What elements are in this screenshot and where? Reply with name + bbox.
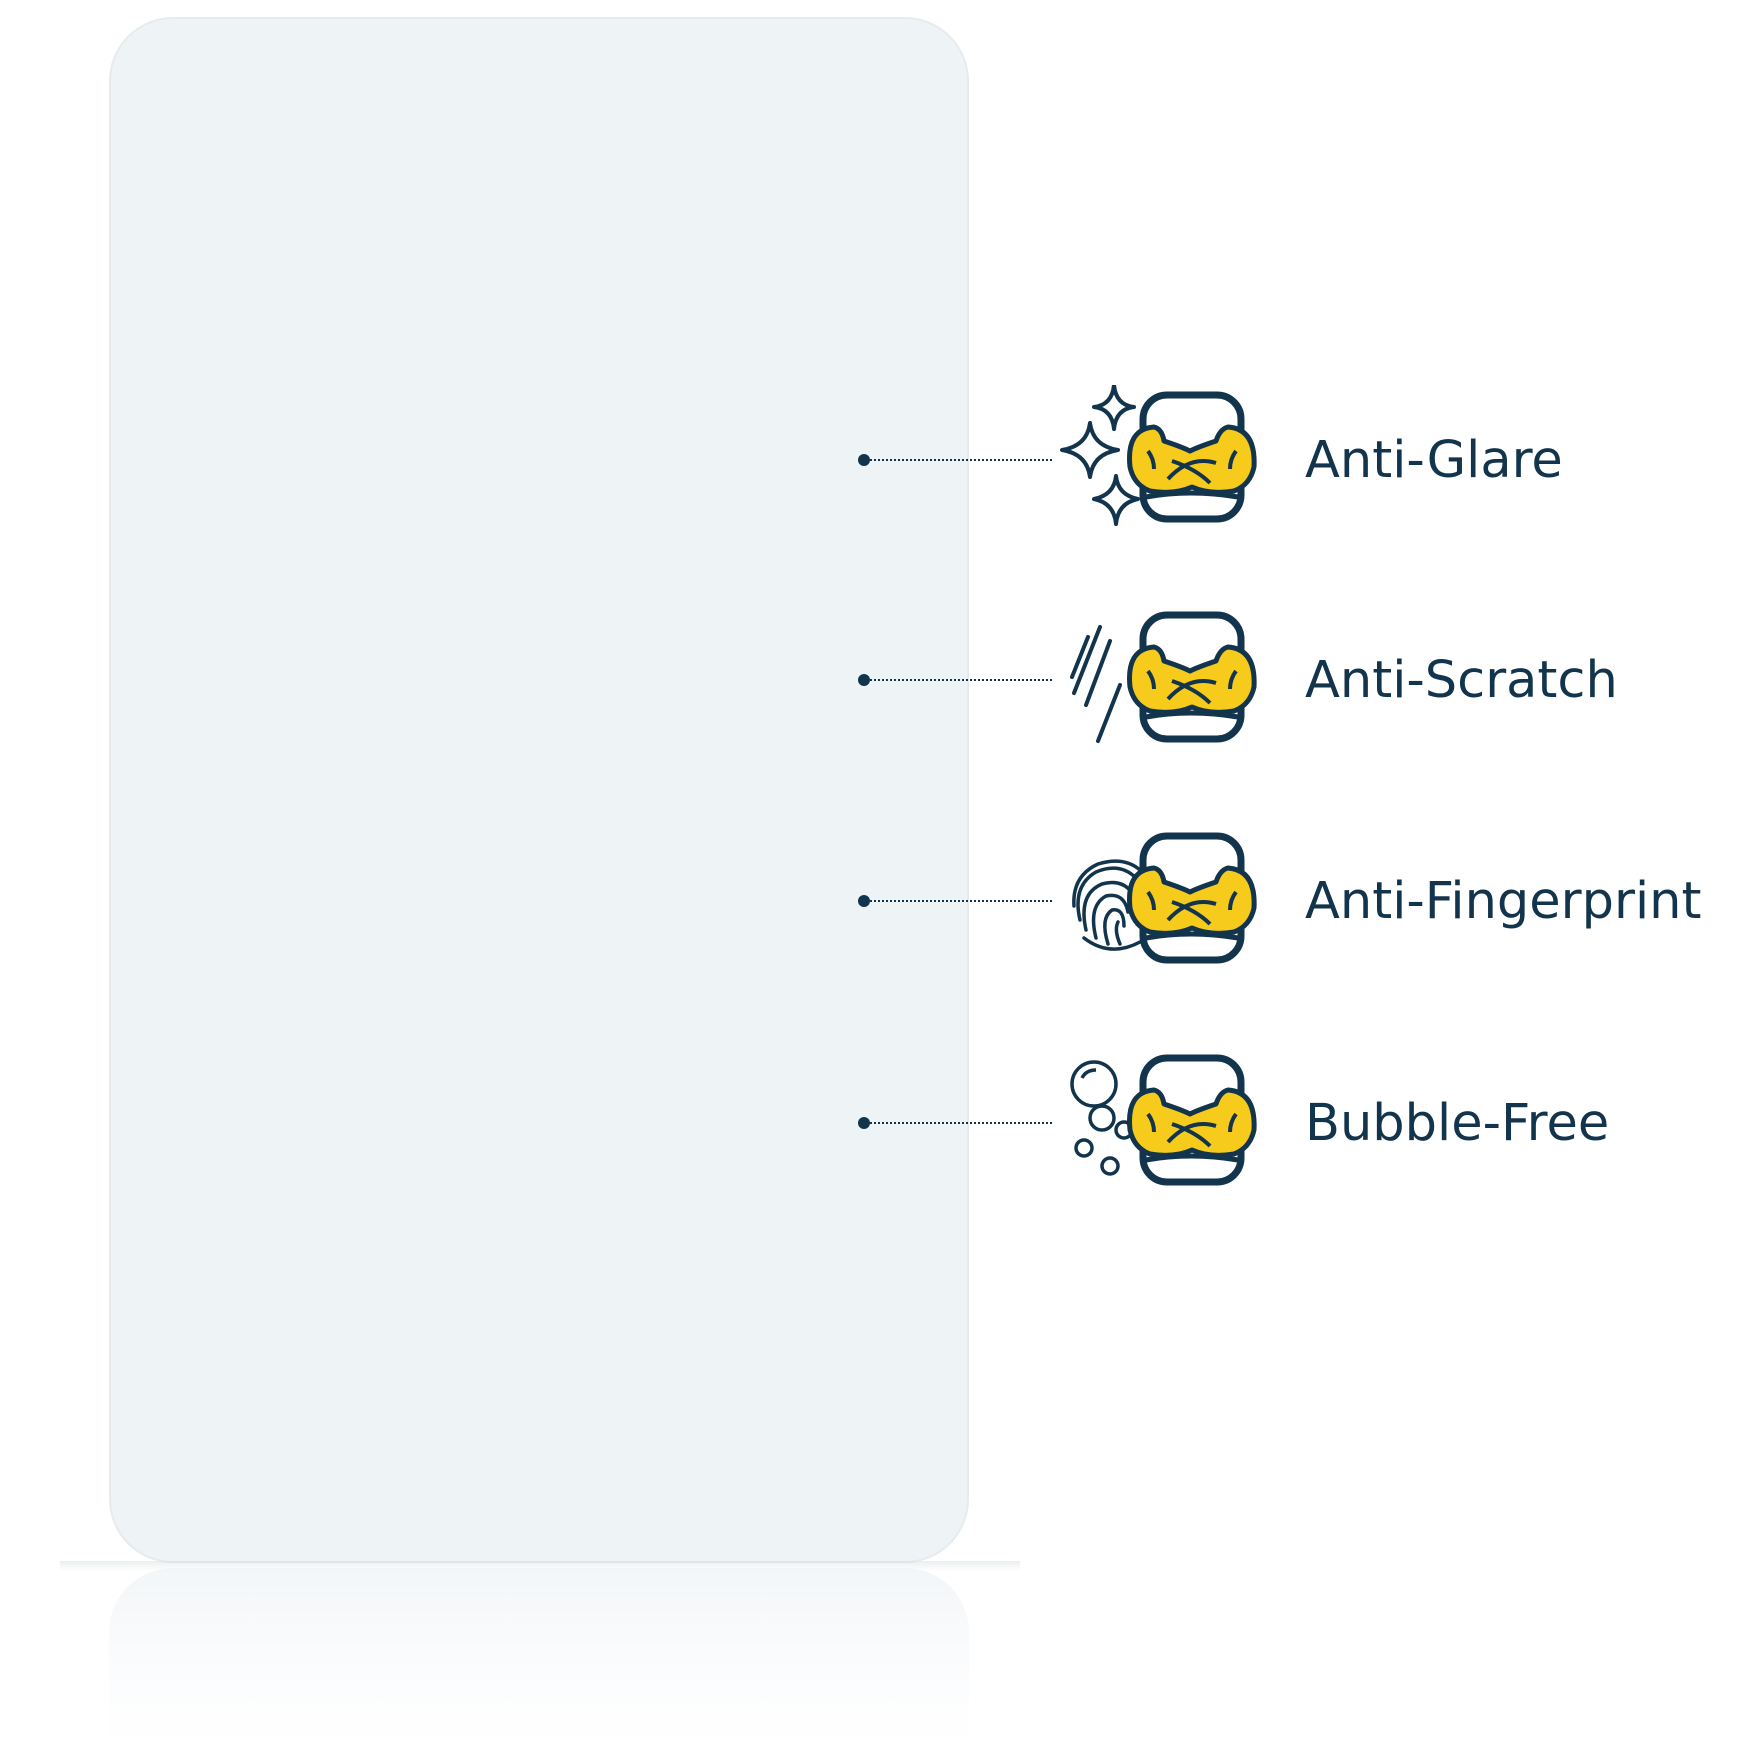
callout-dot (858, 454, 870, 466)
feature-bubble-free: Bubble-Free (0, 1048, 1745, 1198)
callout-connector (858, 895, 1053, 907)
callout-dot (858, 674, 870, 686)
film-shadow (60, 1561, 1020, 1571)
callout-dotted-line (870, 679, 1052, 681)
fingerprint-shield-icon (1072, 832, 1257, 964)
callout-dotted-line (870, 900, 1052, 902)
callout-connector (858, 674, 1053, 686)
scratch-shield-icon (1070, 611, 1257, 743)
feature-anti-scratch: Anti-Scratch (0, 605, 1745, 755)
callout-dotted-line (870, 1122, 1052, 1124)
feature-anti-fingerprint: Anti-Fingerprint (0, 826, 1745, 976)
feature-anti-glare: Anti-Glare (0, 385, 1745, 535)
sparkle-shield-icon (1060, 385, 1257, 526)
bubble-shield-icon (1070, 1054, 1257, 1186)
feature-label: Bubble-Free (1305, 1094, 1610, 1153)
feature-label: Anti-Scratch (1305, 651, 1618, 710)
feature-label: Anti-Fingerprint (1305, 872, 1702, 931)
film-reflection (109, 1568, 969, 1745)
callout-connector (858, 454, 1053, 466)
callout-dot (858, 1117, 870, 1129)
callout-dot (858, 895, 870, 907)
feature-label: Anti-Glare (1305, 431, 1563, 490)
callout-connector (858, 1117, 1053, 1129)
callout-dotted-line (870, 459, 1052, 461)
screen-protector-film (109, 17, 969, 1563)
